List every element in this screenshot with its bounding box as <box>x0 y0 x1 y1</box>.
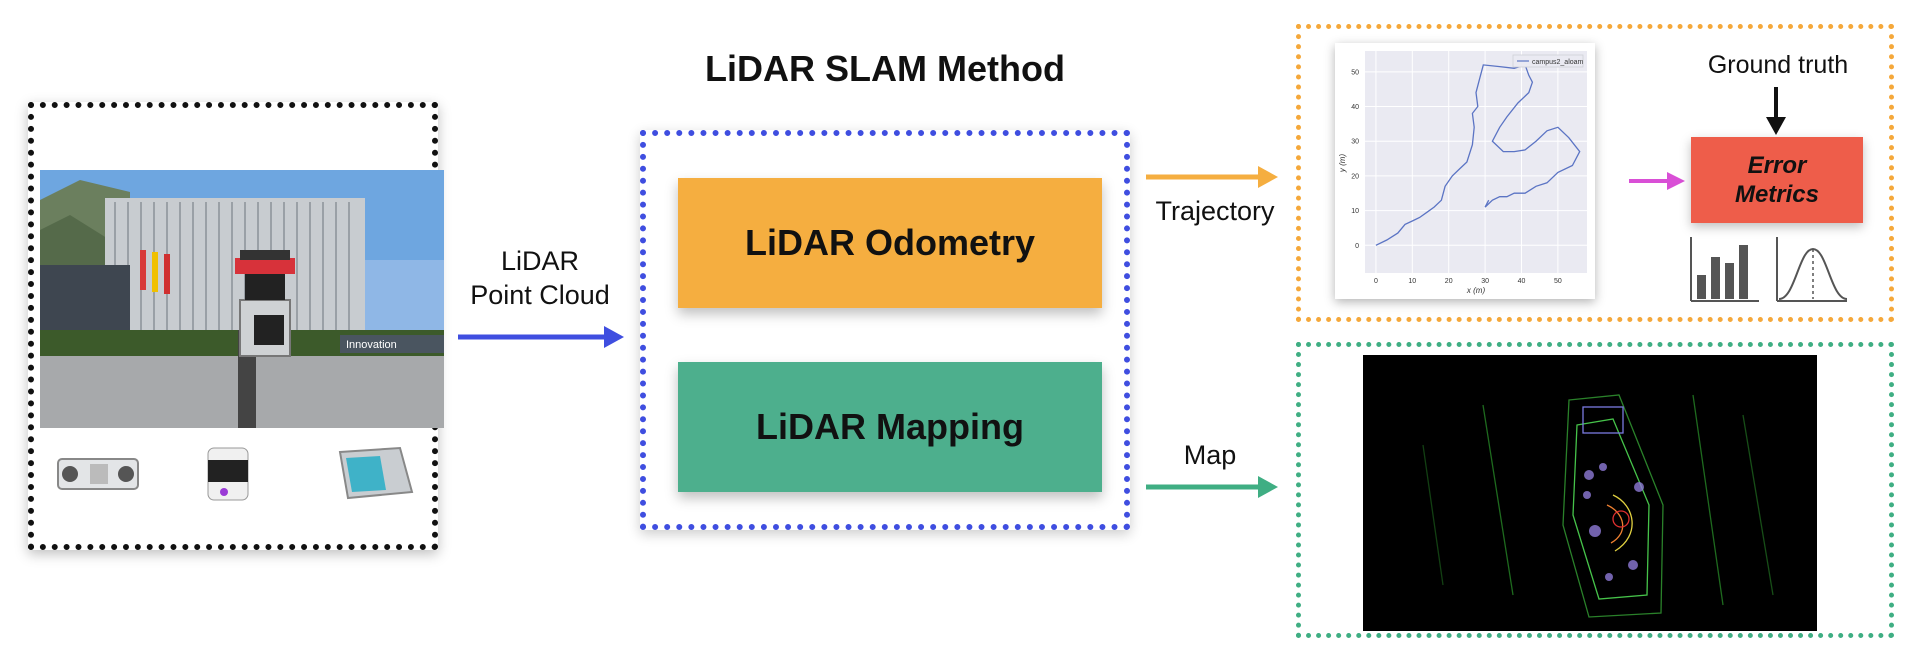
ground-truth-label: Ground truth <box>1707 51 1849 79</box>
y-tick-label: 0 <box>1355 243 1359 250</box>
lidar-odometry-module: LiDAR Odometry <box>678 178 1102 308</box>
sensor-rig-photo: Innovation <box>40 170 444 428</box>
plot-grid <box>1365 51 1587 273</box>
trajectory-plot: 0 10 20 30 40 50 0 10 20 30 40 50 campus2_aloam x (… <box>1335 43 1595 299</box>
trajectory-panel: 0 10 20 30 40 50 0 10 20 30 40 50 campus2_aloam x (… <box>1296 24 1894 322</box>
x-tick-label: 10 <box>1408 278 1416 285</box>
legend-label: campus2_aloam <box>1532 59 1584 66</box>
y-tick-label: 10 <box>1351 208 1359 215</box>
map-label: Map <box>1183 440 1237 470</box>
trajectory-to-metrics-arrow <box>1629 172 1685 190</box>
input-label: LiDAR Point Cloud <box>455 244 625 312</box>
y-tick-label: 30 <box>1351 139 1359 146</box>
lidar-sensor-images <box>57 446 414 501</box>
plot-ticks: 0 10 20 30 40 50 0 10 20 30 40 50 <box>1351 69 1562 285</box>
x-axis-label: x (m) <box>1466 286 1486 295</box>
error-metrics-line2: Metrics <box>1734 181 1820 208</box>
map-panel <box>1296 342 1894 638</box>
gaussian-distribution-icon <box>1776 237 1848 302</box>
legend-box <box>1512 54 1584 68</box>
plot-area <box>1365 51 1587 273</box>
trajectory-arrow <box>1146 166 1278 188</box>
y-tick-label: 50 <box>1351 69 1359 76</box>
livox-lidar-sensor <box>338 446 414 500</box>
error-metrics-box: Error Metrics <box>1691 137 1863 223</box>
ouster-rig-sensor <box>57 458 139 490</box>
x-tick-label: 0 <box>1374 278 1378 285</box>
ground-truth-arrow <box>1766 87 1786 135</box>
y-tick-label: 40 <box>1351 104 1359 111</box>
input-label-line2: Point Cloud <box>470 280 610 310</box>
point-cloud-map-image <box>1363 355 1817 631</box>
input-arrow <box>458 326 624 348</box>
trajectory-series-line <box>1375 64 1581 246</box>
trajectory-label: Trajectory <box>1155 196 1275 226</box>
x-tick-label: 20 <box>1445 278 1453 285</box>
error-metrics-line1: Error <box>1747 152 1807 179</box>
x-tick-label: 40 <box>1518 278 1526 285</box>
y-axis-label: y (m) <box>1338 154 1347 174</box>
slam-method-box: LiDAR Odometry LiDAR Mapping <box>640 130 1130 530</box>
x-tick-label: 30 <box>1481 278 1489 285</box>
x-tick-label: 50 <box>1554 278 1562 285</box>
sensor-setup-panel: Innovation <box>28 102 444 550</box>
map-arrow <box>1146 476 1278 498</box>
lidar-mapping-module: LiDAR Mapping <box>678 362 1102 492</box>
input-label-line1: LiDAR <box>500 246 580 276</box>
banner-text: Innovation <box>346 339 397 351</box>
y-tick-label: 20 <box>1351 173 1359 180</box>
method-title: LiDAR SLAM Method <box>705 48 1065 89</box>
bar-chart-icon <box>1690 237 1759 302</box>
velodyne-lidar-sensor <box>207 447 249 501</box>
